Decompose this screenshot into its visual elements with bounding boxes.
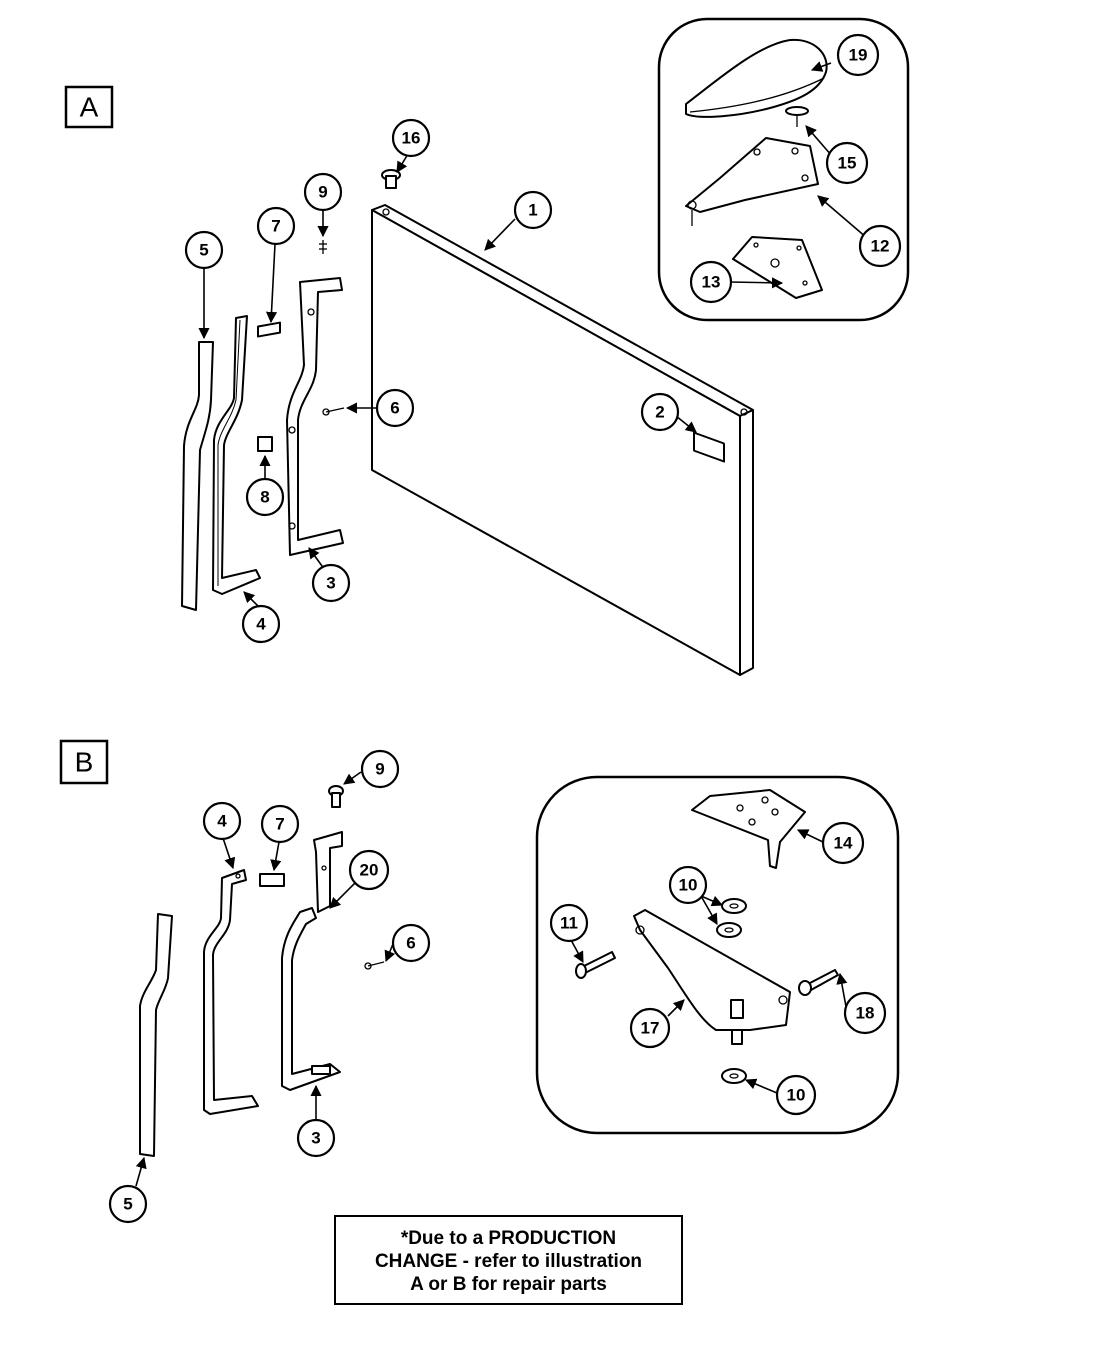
callout-b-6: 6 <box>391 923 431 963</box>
callout-b-14: 14 <box>821 821 865 865</box>
svg-text:1: 1 <box>528 201 537 220</box>
svg-text:12: 12 <box>871 237 890 256</box>
spacer-plate-b <box>259 873 285 887</box>
door-stop-block <box>257 436 273 452</box>
note-line-3: A or B for repair parts <box>410 1274 607 1295</box>
svg-text:18: 18 <box>856 1004 875 1023</box>
svg-text:8: 8 <box>260 488 269 507</box>
svg-text:16: 16 <box>402 129 421 148</box>
svg-text:15: 15 <box>838 154 857 173</box>
svg-text:10: 10 <box>679 876 698 895</box>
svg-text:4: 4 <box>217 812 227 831</box>
note-line-2: CHANGE - refer to illustration <box>374 1251 643 1272</box>
screw-b <box>328 785 344 808</box>
svg-text:3: 3 <box>326 574 335 593</box>
lower-hinge-part <box>633 909 791 1045</box>
callout-16: 16 <box>391 118 431 158</box>
callout-b-5: 5 <box>108 1184 148 1224</box>
door-bracket-a-right <box>286 277 344 556</box>
door-seal-strip-a <box>181 341 214 611</box>
leaders-a <box>198 61 868 607</box>
svg-text:7: 7 <box>271 217 280 236</box>
leaders-b <box>135 771 848 1187</box>
shim-plate-part <box>732 236 823 299</box>
callout-7: 7 <box>256 206 296 246</box>
hinge-bolt-part <box>575 951 616 979</box>
section-b-label: B <box>59 739 109 785</box>
svg-text:A: A <box>80 92 99 123</box>
svg-text:5: 5 <box>123 1195 132 1214</box>
nameplate-part <box>693 431 725 463</box>
svg-text:3: 3 <box>311 1129 320 1148</box>
plug-button-part <box>381 169 401 189</box>
callout-5: 5 <box>184 230 224 270</box>
svg-text:B: B <box>75 747 94 778</box>
svg-text:17: 17 <box>641 1019 660 1038</box>
section-a-label: A <box>64 85 114 129</box>
svg-text:6: 6 <box>406 934 415 953</box>
callout-b-20: 20 <box>348 849 390 891</box>
svg-text:19: 19 <box>849 46 868 65</box>
callout-6: 6 <box>375 388 415 428</box>
svg-text:20: 20 <box>360 861 379 880</box>
door-bracket-b-left <box>203 869 259 1115</box>
callout-b-7: 7 <box>260 804 300 844</box>
hinge-bracket-part <box>685 137 819 226</box>
door-panel-part <box>371 204 754 676</box>
svg-text:14: 14 <box>834 834 853 853</box>
door-bracket-b-right <box>281 907 341 1091</box>
callout-b-4: 4 <box>202 801 242 841</box>
callout-15: 15 <box>825 141 869 185</box>
callout-19: 19 <box>836 33 880 77</box>
callout-b-10-bottom: 10 <box>775 1074 817 1116</box>
svg-text:13: 13 <box>702 273 721 292</box>
callout-b-17: 17 <box>629 1007 671 1049</box>
callout-3: 3 <box>311 563 351 603</box>
hinge-cover-part <box>685 38 828 118</box>
svg-text:7: 7 <box>275 815 284 834</box>
hinge-plate-part <box>691 789 806 869</box>
callout-b-10-top: 10 <box>668 865 708 905</box>
callout-b-18: 18 <box>843 991 887 1035</box>
washers-part <box>716 898 747 1084</box>
spacer-plate-a <box>257 321 281 338</box>
svg-text:9: 9 <box>375 760 384 779</box>
callout-b-9: 9 <box>360 749 400 789</box>
door-seal-strip-b <box>139 913 173 1157</box>
callout-b-11: 11 <box>549 903 589 943</box>
callout-13: 13 <box>689 260 733 304</box>
screw-6-b <box>364 961 385 970</box>
svg-text:5: 5 <box>199 241 208 260</box>
svg-text:9: 9 <box>318 183 327 202</box>
screw-a <box>319 240 327 254</box>
callout-12: 12 <box>858 224 902 268</box>
screw-6-a <box>322 407 345 416</box>
callout-2: 2 <box>640 392 680 432</box>
support-bracket-part <box>313 831 343 913</box>
svg-text:2: 2 <box>655 403 664 422</box>
callout-9: 9 <box>303 172 343 212</box>
note-line-1: *Due to a PRODUCTION <box>400 1228 617 1249</box>
pin-cap-part <box>785 106 809 127</box>
door-bracket-a-left <box>212 315 261 595</box>
svg-text:10: 10 <box>787 1086 806 1105</box>
callout-1: 1 <box>513 190 553 230</box>
production-change-note: *Due to a PRODUCTION CHANGE - refer to i… <box>334 1215 683 1305</box>
svg-text:11: 11 <box>560 914 578 933</box>
callout-4: 4 <box>241 604 281 644</box>
callout-b-3: 3 <box>296 1118 336 1158</box>
svg-text:6: 6 <box>390 399 399 418</box>
svg-text:4: 4 <box>256 615 266 634</box>
callout-8: 8 <box>245 477 285 517</box>
